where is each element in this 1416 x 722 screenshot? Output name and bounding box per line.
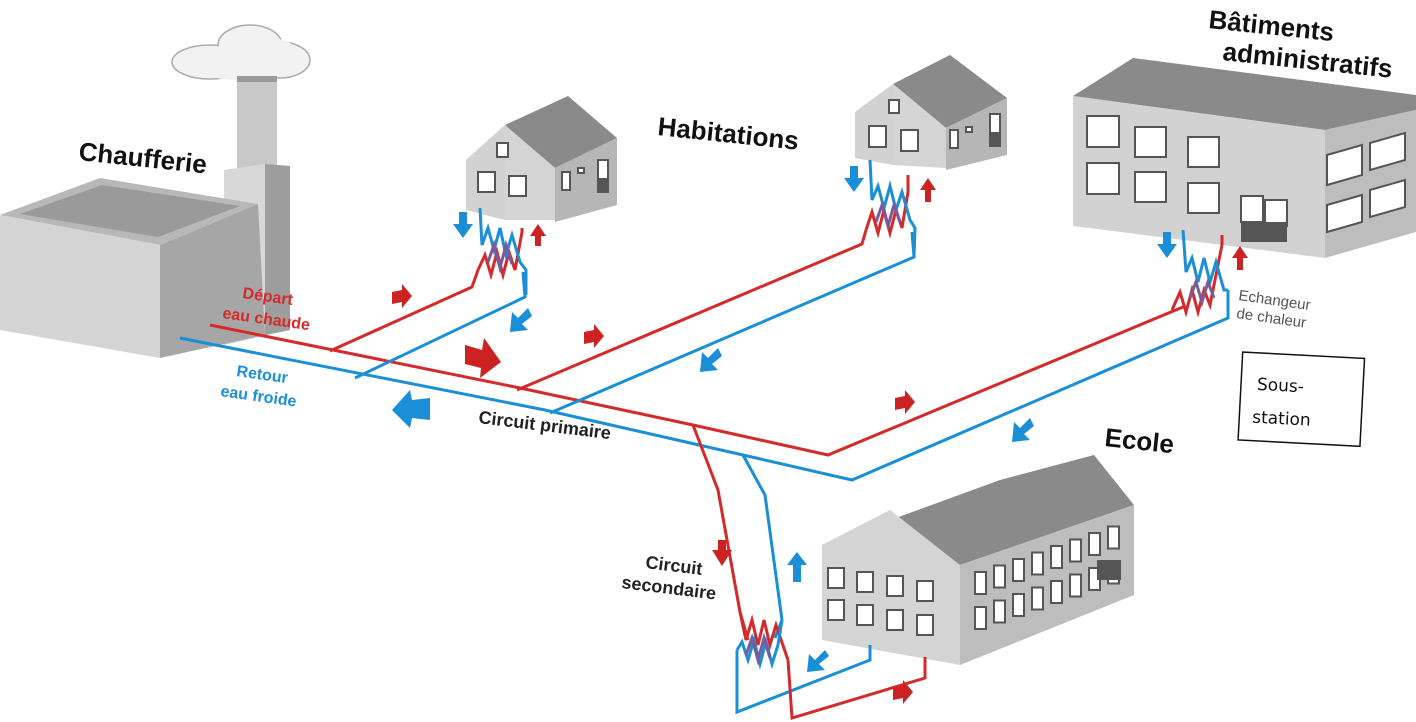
hot-flow-arrow-icon — [895, 390, 915, 414]
ecole-window — [974, 606, 987, 630]
hot-flow-arrow-large-icon — [465, 338, 501, 378]
habitation-house-2 — [855, 55, 1007, 170]
ecole-window — [993, 599, 1006, 624]
cold-pipe-primary — [179, 290, 1230, 482]
hot-down-arrow-icon — [712, 540, 732, 566]
cold-return-arrow-icon — [700, 348, 722, 372]
ecole-window — [993, 564, 1006, 589]
label-sous-station-line1: Sous- — [1256, 375, 1304, 397]
label-ecole: Ecole — [1103, 422, 1175, 459]
chimney — [237, 76, 277, 176]
pipe-network — [179, 159, 1230, 720]
cold-down-arrow-icon — [844, 166, 864, 192]
hot-flow-arrow-icon — [392, 284, 412, 308]
ecole-window — [1050, 580, 1063, 604]
cold-return-arrow-icon — [1012, 418, 1034, 442]
label-chaufferie: Chaufferie — [77, 136, 208, 179]
ecole-window — [974, 571, 987, 595]
hot-flow-arrow-icon — [584, 324, 604, 348]
hot-flow-arrow-icon — [893, 680, 913, 704]
hot-up-arrow-icon — [1232, 246, 1248, 270]
label-retour-line1: Retour — [235, 363, 288, 387]
ecole-window — [1050, 545, 1063, 569]
ecole-window — [1031, 551, 1044, 576]
ecole-window — [1012, 558, 1025, 582]
ecole-window — [1107, 525, 1120, 550]
smoke-cloud-icon — [171, 24, 311, 80]
ecole-window — [1031, 586, 1044, 611]
habitation-house-1 — [466, 96, 617, 222]
cold-flow-arrow-large-icon — [392, 390, 430, 428]
ecole-window — [1069, 573, 1082, 598]
cold-up-arrow-icon — [787, 552, 807, 582]
ecole-building — [822, 455, 1134, 665]
label-sous-station-line2: station — [1252, 408, 1311, 431]
hot-up-arrow-icon — [530, 224, 546, 246]
ecole-window — [1088, 532, 1101, 556]
label-depart-line1: Départ — [241, 285, 294, 309]
ecole-window — [1069, 538, 1082, 563]
label-circuit-primaire: Circuit primaire — [478, 407, 612, 443]
blank-area — [0, 550, 332, 722]
chaufferie-building — [0, 24, 311, 358]
flow-arrows — [392, 166, 1248, 704]
batiments-administratifs-building — [1073, 58, 1416, 258]
cold-down-arrow-icon — [453, 212, 473, 238]
cold-return-arrow-icon — [807, 650, 829, 672]
cold-down-arrow-icon — [1157, 232, 1177, 258]
ecole-window — [1012, 593, 1025, 617]
label-retour-line2: eau froide — [219, 383, 297, 410]
label-habitations: Habitations — [656, 111, 800, 156]
sous-station-note: Sous- station — [1237, 351, 1366, 448]
cold-return-arrow-icon — [510, 308, 532, 332]
label-circuit-secondaire-line2: secondaire — [621, 572, 718, 603]
hot-up-arrow-icon — [920, 178, 936, 202]
